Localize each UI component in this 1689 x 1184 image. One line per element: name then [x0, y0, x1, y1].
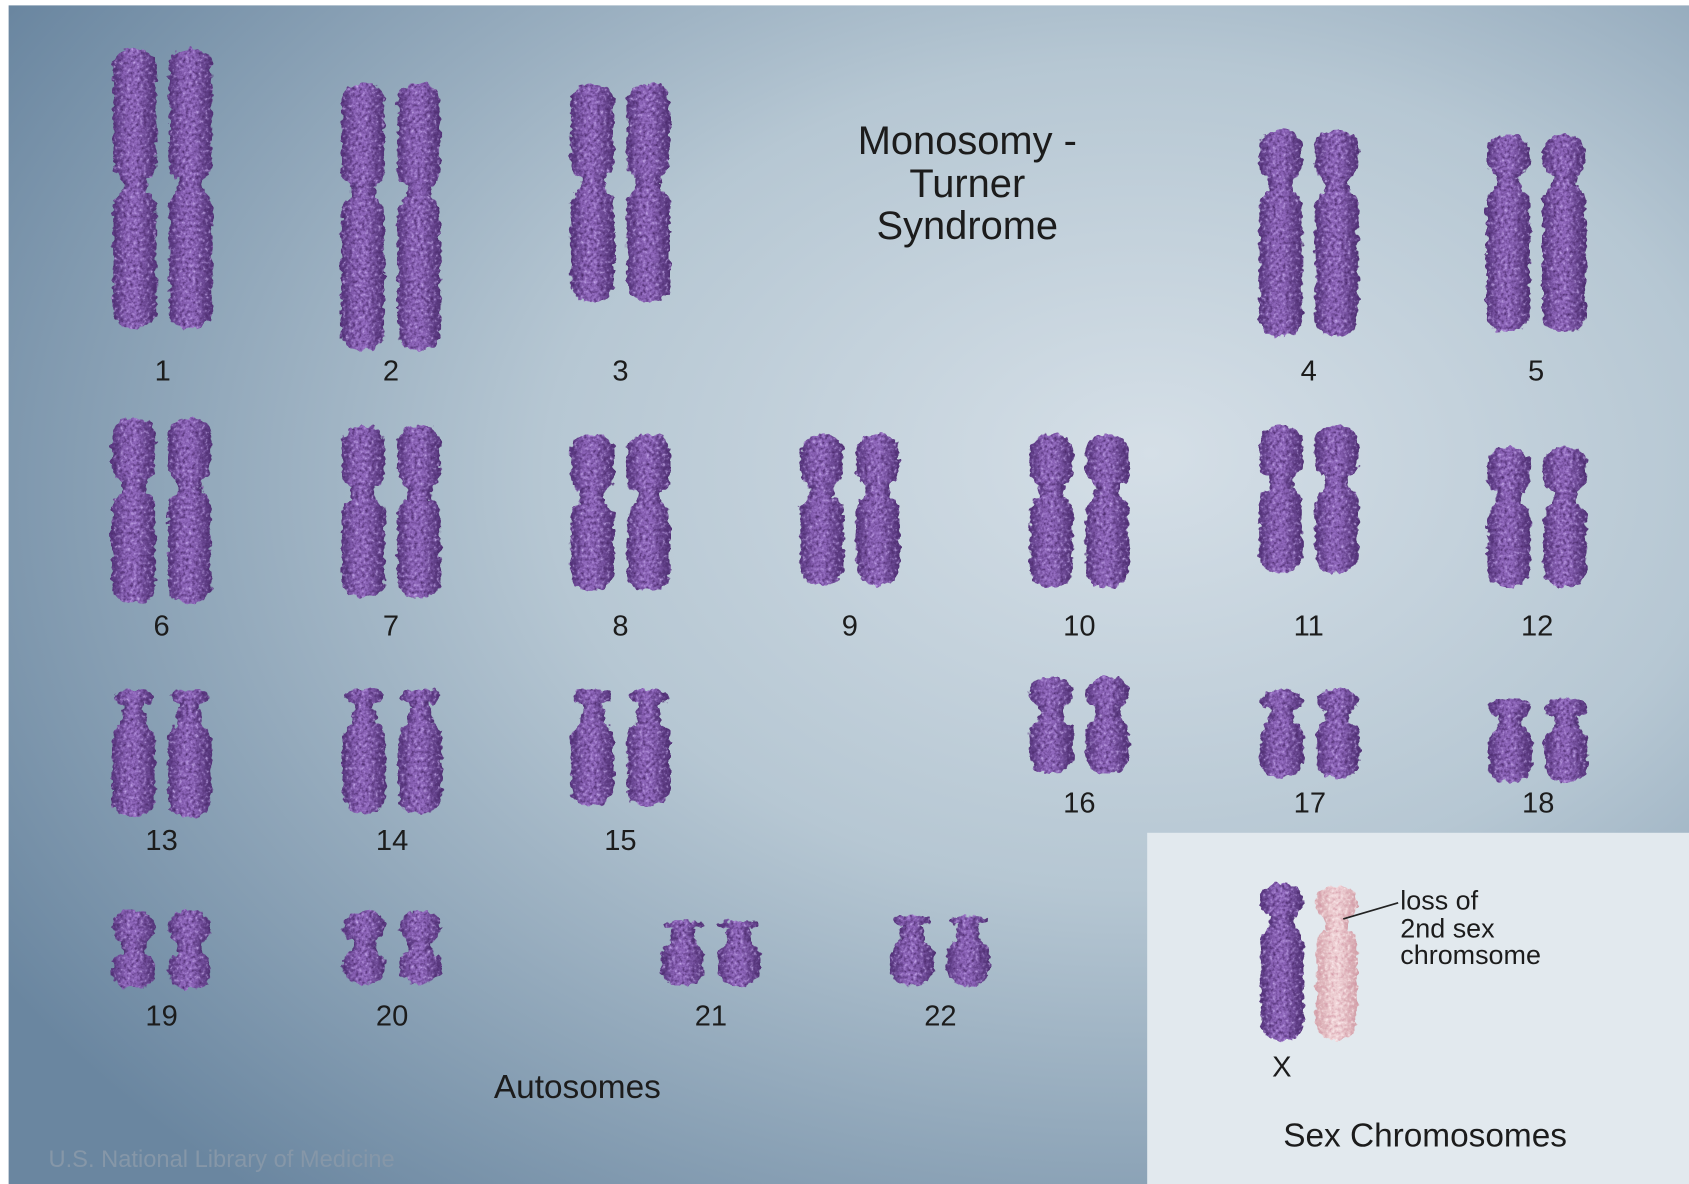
note-line: chromsome: [1400, 940, 1541, 970]
note-line: 2nd sex: [1400, 913, 1495, 943]
chromosome-number-label: 7: [383, 611, 399, 643]
chromosome: [1543, 135, 1586, 332]
chromosome: [1259, 426, 1302, 574]
chromosome: [341, 84, 384, 350]
chromosome: [1486, 135, 1529, 332]
chromosome: [1316, 689, 1359, 777]
chromosome: [627, 434, 670, 590]
chromosome: [1545, 698, 1588, 782]
chromosome-number-label: 6: [153, 611, 169, 643]
chromosome: [627, 84, 670, 302]
chromosome: [800, 434, 843, 585]
chromosome: [112, 418, 155, 603]
chromosome: [1260, 689, 1303, 777]
title-line: Syndrome: [877, 204, 1059, 248]
chromosome-number-label: 2: [383, 355, 399, 387]
x-chromosome-label: X: [1272, 1051, 1291, 1083]
chromosome-number-label: 19: [145, 1001, 177, 1033]
sex-chromosomes-heading: Sex Chromosomes: [1283, 1117, 1567, 1154]
x-chromosome: [1260, 883, 1303, 1039]
chromosome: [1086, 434, 1129, 587]
chromosome: [1488, 447, 1531, 587]
missing-sex-chromosome: [1316, 886, 1357, 1040]
credit: U.S. National Library of Medicine: [48, 1147, 394, 1173]
chromosome-number-label: 11: [1294, 611, 1324, 643]
chromosome: [856, 434, 899, 585]
autosomes-heading: Autosomes: [494, 1069, 661, 1106]
chromosome: [1030, 434, 1073, 587]
chromosome: [1086, 677, 1129, 774]
title-line: Turner: [909, 162, 1025, 206]
chromosome-number-label: 21: [695, 1001, 727, 1033]
chromosome: [1489, 698, 1532, 782]
chromosome: [1544, 447, 1587, 587]
chromosome-number-label: 5: [1528, 355, 1544, 387]
chromosome-number-label: 20: [376, 1001, 408, 1033]
chromosome-number-label: 13: [145, 825, 177, 857]
chromosome: [397, 84, 440, 350]
chromosome-number-label: 12: [1521, 611, 1553, 643]
chromosome-number-label: 9: [842, 611, 858, 643]
chromosome: [1315, 426, 1358, 574]
chromosome: [571, 84, 614, 302]
chromosome-number-label: 22: [924, 1001, 956, 1033]
chromosome-number-label: 3: [612, 355, 628, 387]
chromosome-number-label: 17: [1294, 787, 1326, 819]
note-line: loss of: [1400, 885, 1478, 915]
chromosome-number-label: 8: [612, 611, 628, 643]
chromosome: [571, 434, 614, 590]
chromosome: [1030, 677, 1073, 774]
title-line: Monosomy -: [858, 119, 1077, 163]
chromosome: [168, 418, 211, 603]
chromosome-number-label: 1: [155, 355, 171, 387]
chromosome-number-label: 16: [1063, 787, 1095, 819]
chromosome: [341, 426, 384, 598]
chromosome-number-label: 10: [1063, 611, 1095, 643]
chromosome-number-label: 14: [376, 825, 408, 857]
chromosome-number-label: 4: [1301, 355, 1317, 387]
chromosome: [1259, 129, 1302, 336]
chromosome: [397, 426, 440, 598]
chromosome-number-label: 18: [1522, 787, 1554, 819]
chromosome: [1315, 129, 1358, 336]
chromosome-number-label: 15: [604, 825, 636, 857]
